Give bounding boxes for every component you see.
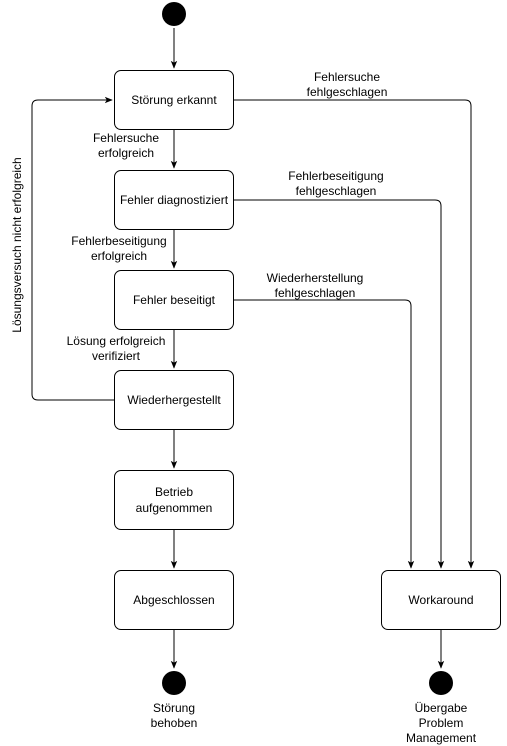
state-label: Workaround [408, 593, 474, 607]
state-label: Störung erkannt [131, 93, 217, 107]
label-fehlerbeseitigung-fehlgeschlagen: Fehlerbeseitigung fehlgeschlagen [288, 169, 384, 198]
edge-fehlerbeseitigung-fehlgeschlagen [234, 199, 445, 569]
edge-wiederherstellung-fehlgeschlagen [234, 299, 415, 569]
state-betrieb-aufgenommen: Betrieb aufgenommen [114, 470, 234, 530]
state-label: Betrieb aufgenommen [135, 485, 213, 515]
state-stoerung-erkannt: Störung erkannt [114, 70, 234, 130]
state-label: Abgeschlossen [133, 593, 215, 607]
state-label: Fehler beseitigt [132, 293, 216, 307]
state-fehler-diagnostiziert: Fehler diagnostiziert [114, 170, 234, 230]
initial-node [162, 2, 186, 26]
state-label: Wiederhergestellt [127, 393, 221, 407]
state-fehler-beseitigt: Fehler beseitigt [114, 270, 234, 330]
label-uebergabe-problem-management: Übergabe Problem Management [405, 701, 477, 745]
label-loesungsversuch-nicht-erfolgreich: Lösungsversuch nicht erfolgreich [10, 157, 24, 333]
final-node-uebergabe [429, 671, 453, 695]
label-stoerung-behoben: Störung behoben [150, 701, 198, 730]
label-fehlersuche-fehlgeschlagen: Fehlersuche fehlgeschlagen [306, 70, 388, 99]
label-loesung-verifiziert: Lösung erfolgreich verifiziert [66, 334, 166, 363]
label-fehlersuche-erfolgreich: Fehlersuche erfolgreich [92, 131, 160, 160]
edge-loop-back [31, 96, 114, 401]
state-abgeschlossen: Abgeschlossen [114, 570, 234, 630]
label-wiederherstellung-fehlgeschlagen: Wiederherstellung fehlgeschlagen [266, 271, 364, 300]
state-wiederhergestellt: Wiederhergestellt [114, 370, 234, 430]
state-diagram-lines [31, 2, 475, 695]
final-node-behoben [162, 671, 186, 695]
state-label: Fehler diagnostiziert [119, 193, 229, 207]
edge-fehlersuche-fehlgeschlagen [234, 99, 475, 569]
state-workaround: Workaround [381, 570, 501, 630]
label-fehlerbeseitigung-erfolgreich: Fehlerbeseitigung erfolgreich [71, 234, 167, 263]
